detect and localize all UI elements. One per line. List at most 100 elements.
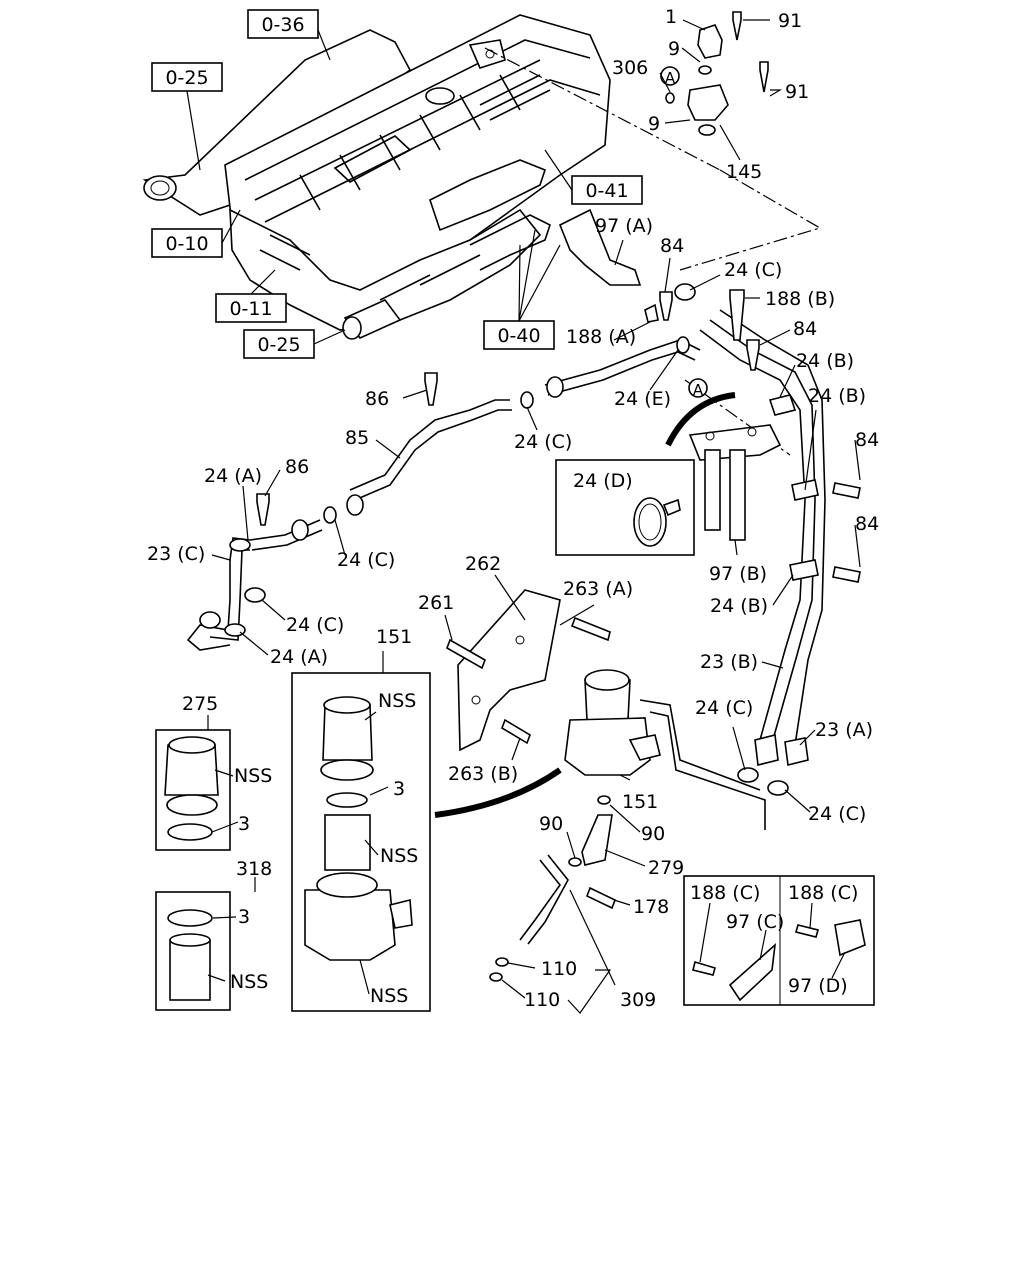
part-1-fitting <box>697 24 723 59</box>
bracket-97b: A <box>665 378 782 541</box>
callout-110-lower: 110 <box>524 989 560 1011</box>
box-318 <box>155 891 231 1011</box>
callout-24a-lower: 24 (A) <box>270 646 328 668</box>
o-ring-3-box151 <box>326 792 368 808</box>
engine-assembly <box>142 14 611 340</box>
clamp-24c-top <box>674 283 696 301</box>
clip-24b-top <box>768 394 797 416</box>
reference-leaders <box>186 29 573 345</box>
callout-318: 318 <box>236 858 272 880</box>
pipe-85 <box>349 399 510 491</box>
callout-85: 85 <box>345 427 369 449</box>
hose-279 <box>581 814 613 866</box>
callout-3-box275: 3 <box>238 813 250 835</box>
ref-label-0-11: 0-11 <box>229 298 272 320</box>
callout-24a-upper: 24 (A) <box>204 465 262 487</box>
marker-a-bracket <box>688 378 708 398</box>
o-ring-3-box318 <box>167 909 213 927</box>
callout-178: 178 <box>633 896 669 918</box>
bolt-84-b <box>746 339 760 371</box>
callout-24b-a: 24 (B) <box>796 350 854 372</box>
ref-label-0-41: 0-41 <box>585 180 628 202</box>
clip-24a-lower <box>224 623 246 637</box>
callout-9-lower: 9 <box>648 113 660 135</box>
callout-91-upper: 91 <box>778 10 802 32</box>
ref-box-0-36 <box>247 9 319 39</box>
callout-nss-box151-top: NSS <box>378 690 416 712</box>
gasket-90-b <box>568 857 582 867</box>
callout-84-d: 84 <box>855 513 879 535</box>
callout-188c-right: 188 (C) <box>788 882 858 904</box>
part-145-housing <box>687 84 729 121</box>
element-box151 <box>324 814 371 871</box>
ref-box-0-11 <box>215 293 287 323</box>
callout-24c-pump: 24 (C) <box>695 697 753 719</box>
callout-86-a: 86 <box>365 388 389 410</box>
bolt-188a <box>644 303 659 323</box>
callout-145: 145 <box>726 161 762 183</box>
o-ring-3-box275 <box>167 823 213 841</box>
thermostat-fitting-group: A <box>660 11 769 136</box>
marker-a-bracket-letter: A <box>693 381 704 399</box>
callout-90-right: 90 <box>641 823 665 845</box>
seal-110-b <box>489 972 503 982</box>
pipe-23a <box>719 309 826 746</box>
callout-84-b: 84 <box>793 318 817 340</box>
lower-fittings <box>489 795 617 982</box>
clamp-24d-detail <box>555 459 695 556</box>
clamp-24c-left <box>323 506 337 524</box>
bolt-84-d <box>832 566 861 583</box>
ref-label-0-10: 0-10 <box>165 233 208 255</box>
callout-275: 275 <box>182 693 218 715</box>
callout-24c-right: 24 (C) <box>808 803 866 825</box>
ref-box-0-25-bottom <box>243 329 315 359</box>
bolt-188b <box>729 289 745 341</box>
callout-263a: 263 (A) <box>563 578 633 600</box>
callout-23a: 23 (A) <box>815 719 873 741</box>
box-97c-97d <box>683 875 875 1006</box>
callout-97d: 97 (D) <box>788 975 848 997</box>
callout-24e: 24 (E) <box>614 388 671 410</box>
leader-lines <box>207 19 861 1014</box>
pipe-309 <box>519 859 562 941</box>
callout-279: 279 <box>648 857 684 879</box>
callout-90-left: 90 <box>539 813 563 835</box>
clip-24b-low <box>789 559 819 581</box>
seal-110-a <box>495 957 509 967</box>
callout-84-a: 84 <box>660 235 684 257</box>
callout-97b: 97 (B) <box>709 563 767 585</box>
callout-23b: 23 (B) <box>700 651 758 673</box>
clamp-24c-mid <box>520 391 534 409</box>
callout-24d: 24 (D) <box>573 470 633 492</box>
bolt-84-a <box>659 291 673 321</box>
callout-24c-left: 24 (C) <box>337 549 395 571</box>
bracket-97a <box>558 208 642 286</box>
box-151-exploded <box>291 672 431 1012</box>
bolt-86-a <box>424 372 438 406</box>
callout-309: 309 <box>620 989 656 1011</box>
callout-306: 306 <box>612 57 648 79</box>
ref-label-0-25-bottom: 0-25 <box>257 334 300 356</box>
part-306-plug <box>665 92 675 104</box>
callout-3-box151: 3 <box>393 778 405 800</box>
callout-nss-box275: NSS <box>234 765 272 787</box>
ref-label-0-36: 0-36 <box>261 14 304 36</box>
callout-23c: 23 (C) <box>147 543 205 565</box>
part-91-bolt-lower <box>759 61 769 93</box>
pipe-23b <box>699 329 806 741</box>
ref-label-0-25-top: 0-25 <box>165 67 208 89</box>
clamp-24c-lower <box>244 587 266 603</box>
callout-labels: 1 91 9 306 91 9 145 97 (A) 84 24 (C) 188… <box>147 6 879 1011</box>
callout-24c-top: 24 (C) <box>724 259 782 281</box>
ref-label-0-40: 0-40 <box>497 325 540 347</box>
callout-1: 1 <box>665 6 677 28</box>
callout-nss-box318: NSS <box>230 971 268 993</box>
callout-24b-b: 24 (B) <box>808 385 866 407</box>
bolt-84-c <box>832 482 861 499</box>
callout-188a: 188 (A) <box>566 326 636 348</box>
callout-97c: 97 (C) <box>726 911 784 933</box>
callout-84-c: 84 <box>855 429 879 451</box>
element-box318 <box>169 939 211 1001</box>
callout-261: 261 <box>418 592 454 614</box>
fuel-filter-151 <box>434 669 661 818</box>
